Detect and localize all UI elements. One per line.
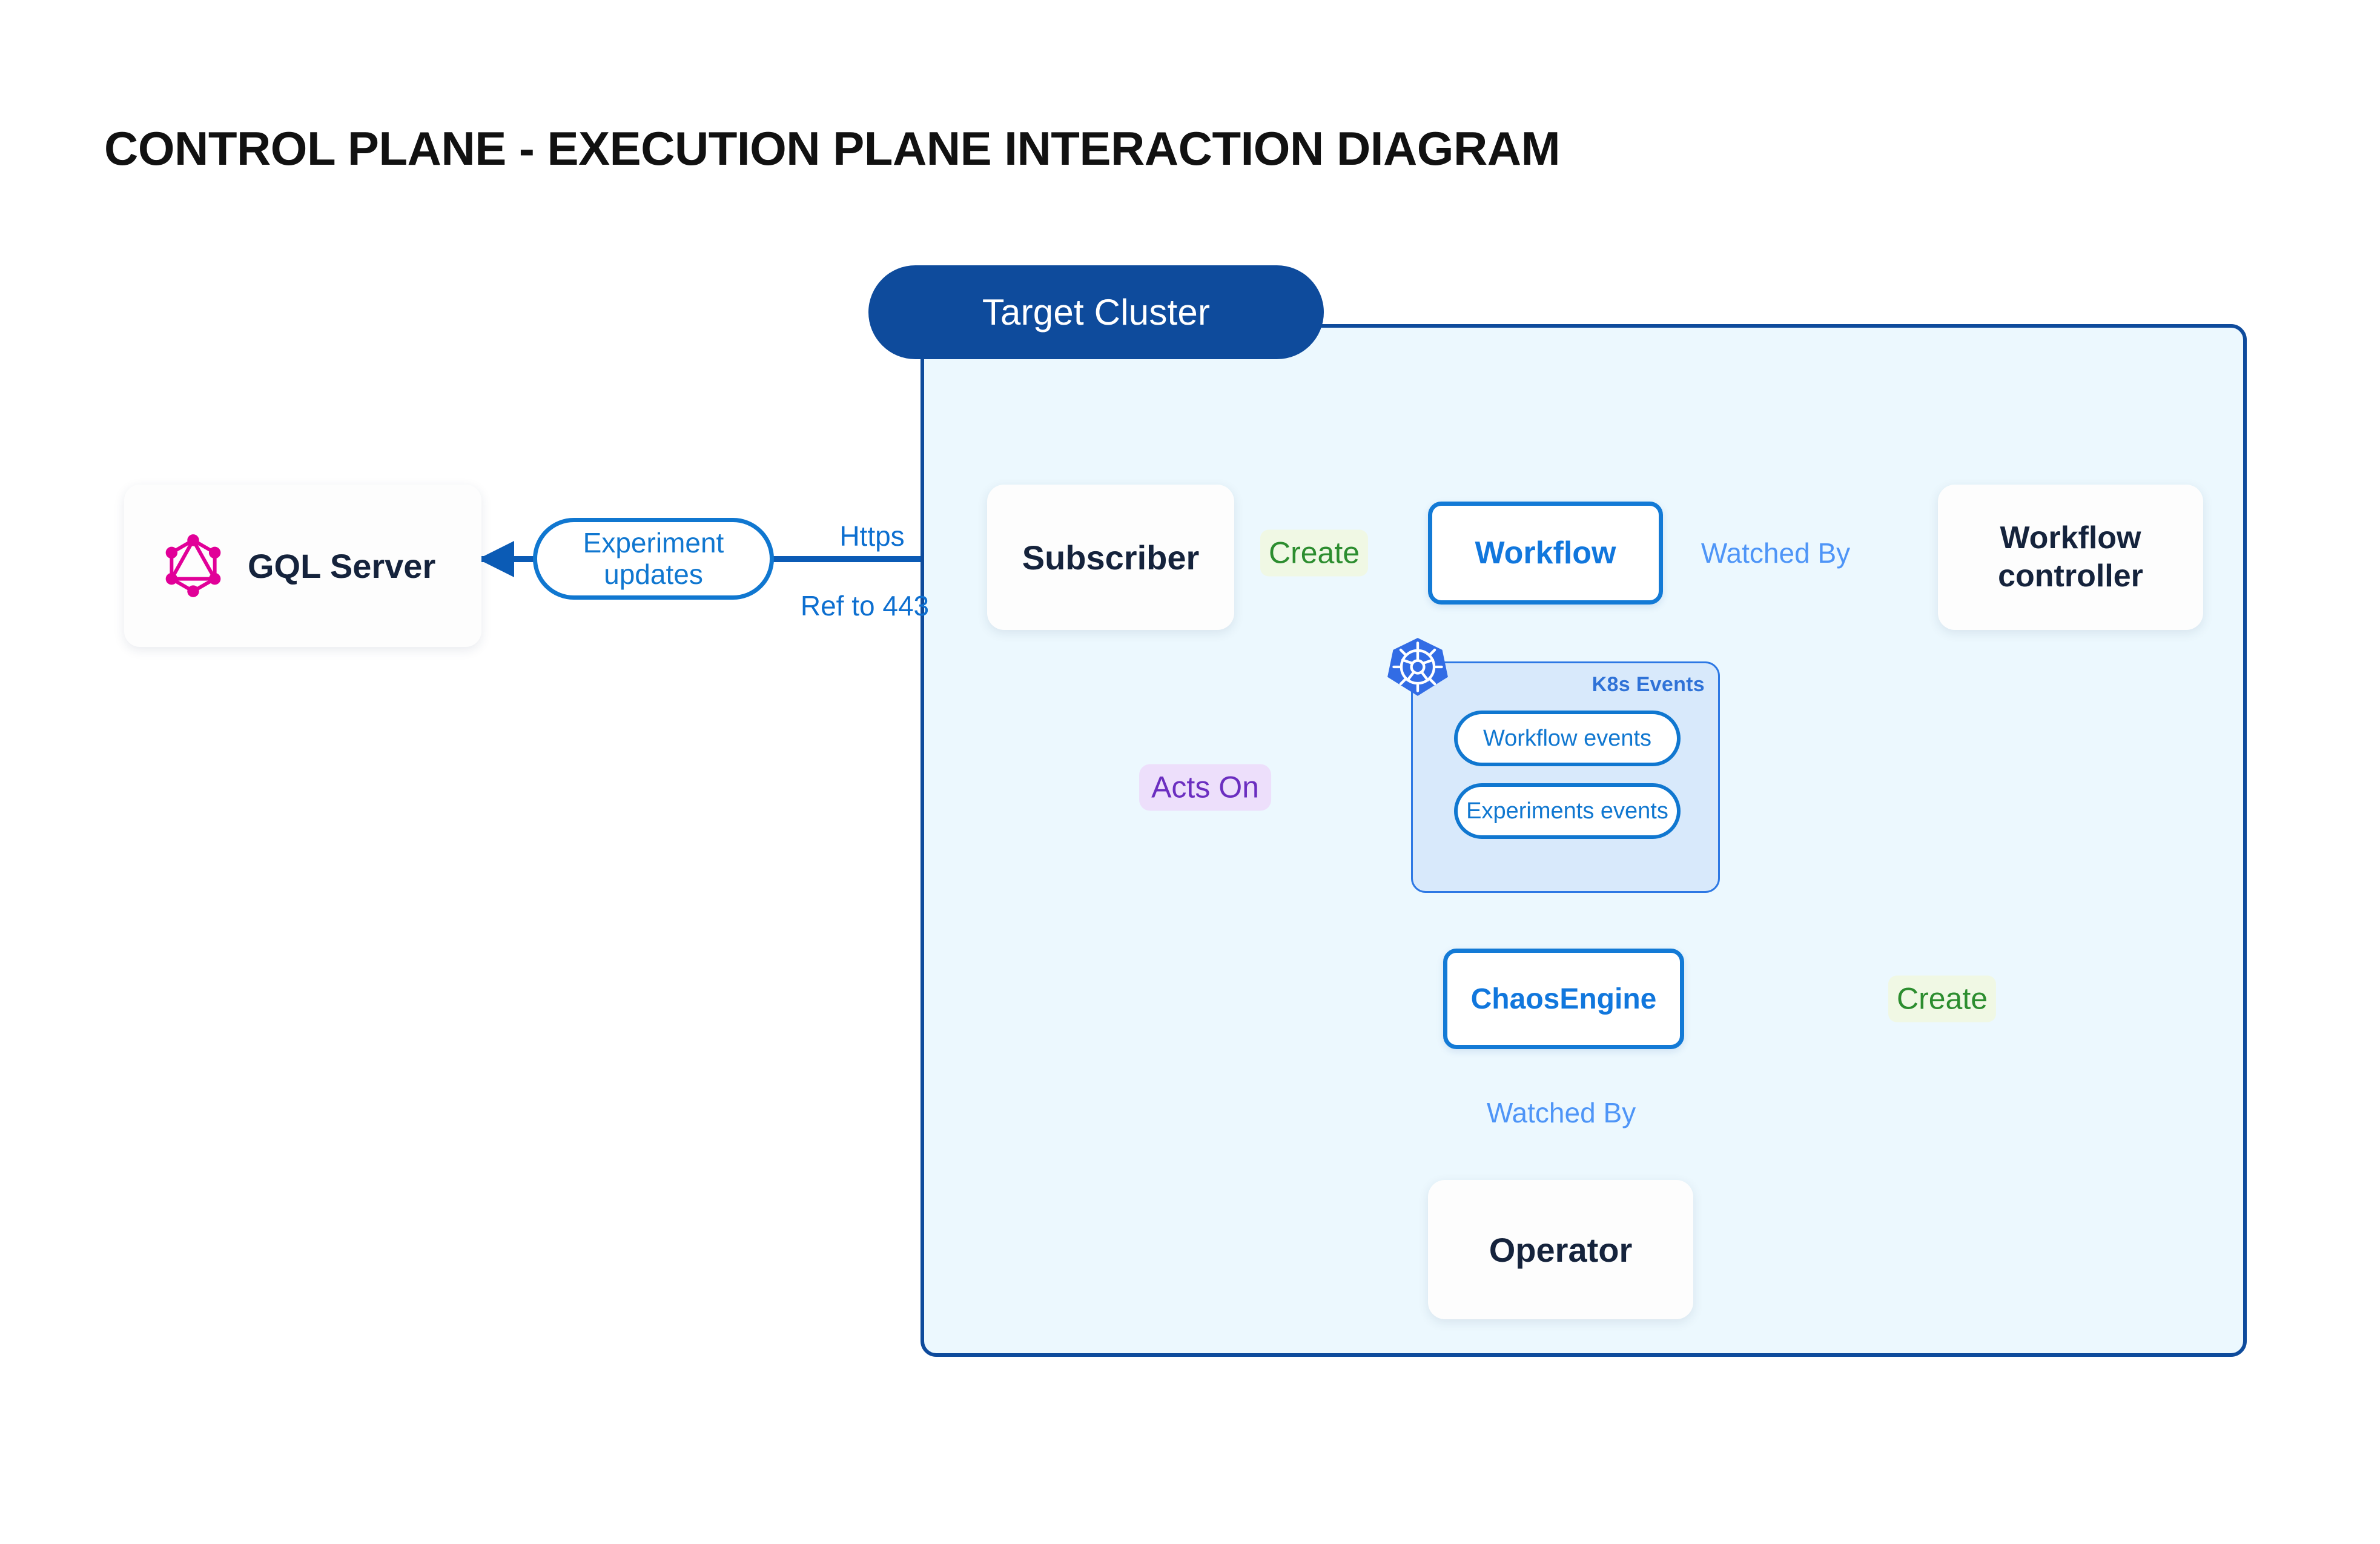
label-experiment-updates: Experiment updates — [533, 518, 774, 600]
node-workflow-controller-line1: Workflow — [2000, 520, 2141, 555]
node-workflow[interactable]: Workflow — [1428, 502, 1663, 605]
label-acts-on: Acts On — [1139, 764, 1271, 811]
node-workflow-controller-line2: controller — [1998, 558, 2143, 594]
node-workflow-controller[interactable]: Workflow controller — [1938, 485, 2203, 630]
node-gql-server-label: GQL Server — [248, 546, 436, 585]
label-ref-to-443: Ref to 443 — [800, 589, 930, 621]
label-watched-by-operator: Watched By — [1486, 1096, 1636, 1128]
k8s-pill-workflow-events[interactable]: Workflow events — [1454, 711, 1681, 766]
node-operator[interactable]: Operator — [1428, 1180, 1693, 1319]
k8s-events-group: K8s Events Workflow events Experiments e… — [1387, 638, 1720, 893]
label-create-workflow: Create — [1260, 529, 1369, 577]
kubernetes-icon — [1387, 638, 1448, 696]
graphql-icon — [165, 534, 221, 597]
k8s-events-title: K8s Events — [1592, 673, 1705, 696]
node-chaosengine[interactable]: ChaosEngine — [1443, 949, 1684, 1049]
target-cluster-title: Target Cluster — [868, 265, 1324, 359]
page-title: CONTROL PLANE - EXECUTION PLANE INTERACT… — [104, 122, 1561, 175]
label-watched-by-controller: Watched By — [1701, 537, 1851, 569]
node-subscriber[interactable]: Subscriber — [987, 485, 1234, 630]
node-gql-server[interactable]: GQL Server — [124, 485, 481, 647]
label-https: Https — [839, 520, 905, 552]
label-create-chaosengine: Create — [1888, 975, 1997, 1022]
k8s-pill-experiments-events[interactable]: Experiments events — [1454, 783, 1681, 839]
